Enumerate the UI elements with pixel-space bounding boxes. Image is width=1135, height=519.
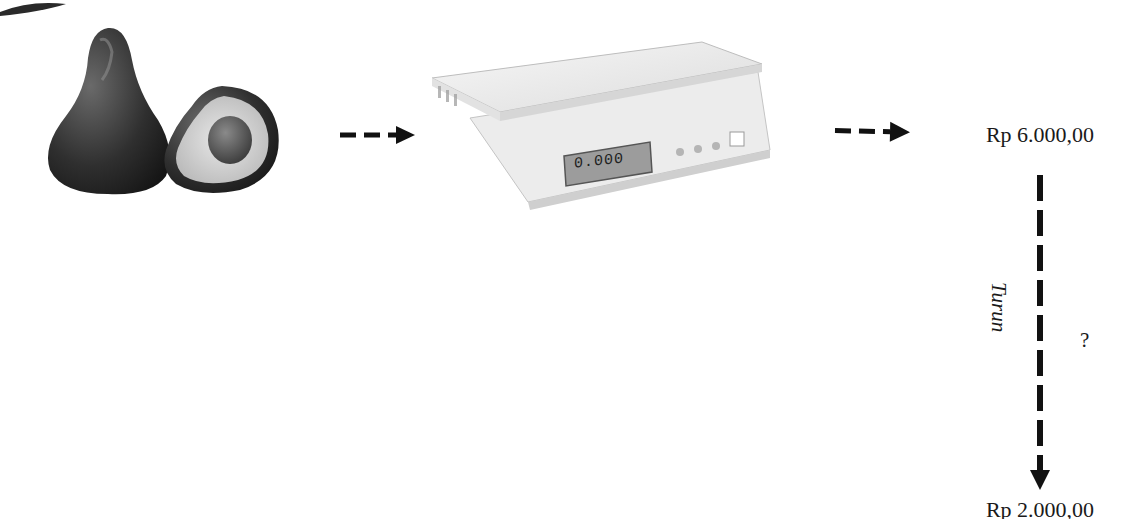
price-text: Rp 6.000,00 bbox=[955, 120, 1125, 150]
dashed-arrow bbox=[1037, 175, 1043, 470]
dashed-arrow bbox=[835, 131, 890, 132]
avocado-whole bbox=[48, 28, 170, 194]
price-text: Rp 2.000,00 bbox=[955, 495, 1125, 519]
avocado-leaf bbox=[0, 3, 66, 16]
display-reading: 0.000 bbox=[574, 150, 624, 172]
price-box: Rp 2.000,00 bbox=[955, 495, 1125, 519]
avocado-seed bbox=[208, 116, 252, 164]
scale-symbol bbox=[432, 42, 770, 210]
price-box: Rp 6.000,00 bbox=[955, 120, 1125, 150]
avocado-highlight bbox=[100, 39, 112, 80]
scale-box: 0.000 bbox=[430, 38, 775, 213]
avocado-half-skin bbox=[164, 86, 278, 193]
edge-label: Turun bbox=[986, 282, 1011, 332]
avocado-half-flesh bbox=[176, 96, 268, 183]
dashed-arrow bbox=[340, 126, 415, 144]
question-mark: ? bbox=[1080, 328, 1089, 353]
